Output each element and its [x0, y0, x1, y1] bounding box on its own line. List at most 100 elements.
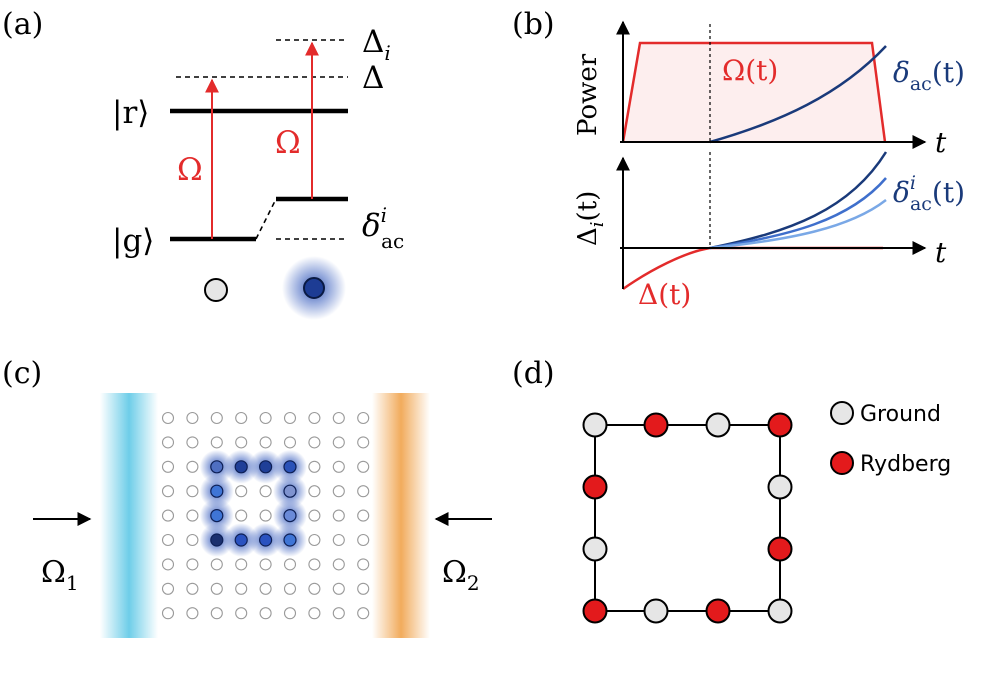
empty-trap-site [357, 436, 370, 449]
empty-trap-site [235, 485, 248, 498]
empty-trap-site [308, 607, 321, 620]
empty-trap-site [210, 411, 223, 425]
omega-trace [621, 41, 887, 143]
ground-atom [767, 474, 793, 500]
ground-atom [582, 412, 608, 438]
empty-trap-site [161, 411, 175, 425]
empty-trap-site [283, 411, 297, 425]
ring-atoms [582, 412, 793, 624]
rydberg-atom [643, 412, 669, 438]
delta-label: Δ [362, 60, 384, 96]
rydberg-atom [582, 474, 608, 500]
beam-left [100, 393, 158, 638]
empty-trap-site [332, 436, 345, 449]
delta-i-label: Δi [362, 24, 391, 65]
empty-trap-site [357, 485, 370, 498]
omega-t-label: Ω(t) [722, 54, 778, 87]
empty-trap-site [186, 411, 199, 425]
empty-trap-site [283, 607, 297, 620]
empty-trap-site [186, 533, 199, 547]
legend-ground-label: Ground [860, 402, 941, 427]
empty-trap-site [308, 460, 321, 473]
beam-right [372, 393, 430, 638]
empty-trap-site [259, 558, 272, 571]
empty-trap-site [186, 485, 199, 498]
empty-trap-site [186, 607, 199, 620]
dac-t-label: δac(t) [893, 56, 965, 95]
empty-trap-site [332, 558, 345, 571]
empty-trap-site [161, 558, 175, 571]
empty-trap-site [161, 607, 175, 620]
excited-trap-site [210, 460, 224, 474]
empty-trap-site [259, 411, 272, 425]
empty-trap-site [357, 460, 370, 473]
bottom-ylabel: Δi(t) [573, 191, 608, 246]
omega-label-left: Ω [177, 152, 203, 188]
empty-trap-site [161, 582, 175, 595]
empty-trap-site [332, 485, 345, 498]
omega-label-right: Ω [275, 125, 301, 161]
empty-trap-site [357, 533, 370, 547]
empty-trap-site [259, 607, 272, 620]
empty-trap-site [332, 607, 345, 620]
empty-trap-site [283, 436, 297, 449]
rydberg-atom [705, 598, 731, 624]
empty-trap-site [186, 436, 199, 449]
empty-trap-site [235, 558, 248, 571]
empty-trap-site [308, 558, 321, 571]
panel-c-label: (c) [2, 356, 42, 391]
excited-trap-site [283, 460, 297, 474]
ground-atom [643, 598, 669, 624]
empty-trap-site [332, 509, 345, 522]
empty-trap-site [235, 582, 248, 595]
legend-rydberg-label: Rydberg [860, 452, 951, 477]
ket-g: |g⟩ [112, 223, 154, 259]
empty-trap-site [259, 509, 272, 522]
excited-trap-site [259, 460, 273, 474]
empty-trap-site [259, 582, 272, 595]
ground-atom [705, 412, 731, 438]
empty-trap-site [210, 558, 223, 571]
panel-d-label: (d) [512, 356, 555, 391]
panel-b-label: (b) [512, 7, 555, 42]
empty-trap-site [186, 460, 199, 473]
empty-trap-site [283, 582, 297, 595]
panel-a-label: (a) [2, 7, 43, 42]
excited-trap-site [283, 533, 297, 547]
empty-trap-site [308, 436, 321, 449]
ring-edges [594, 424, 781, 612]
legend-rydberg-icon [830, 451, 854, 475]
excited-trap-site [283, 484, 297, 498]
empty-trap-site [210, 436, 223, 449]
empty-trap-site [332, 411, 345, 425]
excited-trap-site [234, 533, 248, 547]
empty-trap-site [332, 533, 345, 547]
bottom-xlabel: t [935, 236, 947, 269]
excited-trap-site [259, 533, 273, 547]
ket-r: |r⟩ [112, 95, 149, 131]
empty-trap-site [308, 533, 321, 547]
dac-i-trace-dark [709, 151, 888, 250]
ground-atom [767, 598, 793, 624]
dac-i-trace-mid [709, 177, 887, 250]
excited-trap-site [234, 460, 248, 474]
dac-trace-top [709, 45, 887, 144]
legend-ground-icon [830, 401, 854, 425]
rydberg-atom [767, 412, 793, 438]
empty-trap-site [332, 460, 345, 473]
empty-trap-site [161, 460, 175, 473]
empty-trap-site [357, 509, 370, 522]
empty-trap-site [357, 607, 370, 620]
empty-trap-site [235, 509, 248, 522]
empty-trap-site [161, 436, 175, 449]
empty-trap-site [259, 485, 272, 498]
empty-trap-site [210, 582, 223, 595]
rydberg-atom [767, 536, 793, 562]
empty-trap-site [357, 582, 370, 595]
empty-trap-site [235, 607, 248, 620]
ground-atom-icon [204, 278, 228, 302]
top-ylabel: Power [573, 53, 603, 136]
power-fill [623, 43, 885, 142]
